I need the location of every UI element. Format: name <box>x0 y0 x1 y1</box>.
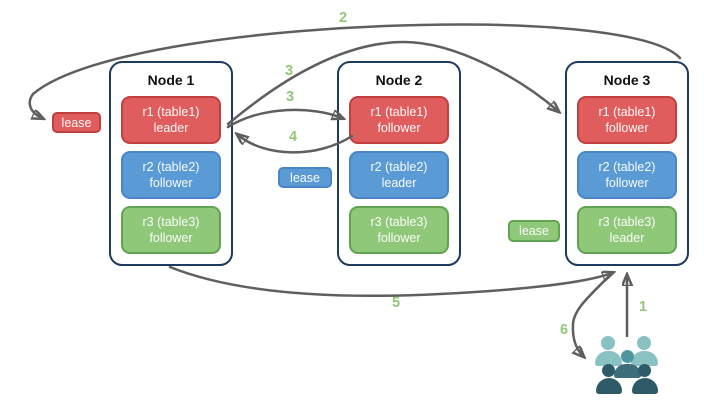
replica-node3-r3: r3 (table3) leader <box>577 206 677 254</box>
person-back-right-body <box>631 351 658 366</box>
arrow-step5-node1-to-node3 <box>168 265 612 298</box>
arrow-step3-leader-to-node2 <box>226 108 342 129</box>
replica-node1-r3: r3 (table3) follower <box>121 206 221 254</box>
replica-role: leader <box>153 121 189 135</box>
replica-node3-r2: r2 (table2) follower <box>577 151 677 199</box>
lease-badge-table1: lease <box>52 112 101 133</box>
node-title: Node 2 <box>375 72 423 88</box>
replica-node1-r1: r1 (table1) leader <box>121 96 221 144</box>
replica-role: follower <box>377 121 421 135</box>
replica-name: r1 (table1) <box>142 104 200 119</box>
replica-node1-r2: r2 (table2) follower <box>121 151 221 199</box>
step-label-4: 4 <box>288 129 298 145</box>
step-label-2: 2 <box>338 10 348 26</box>
replica-role: leader <box>609 231 645 245</box>
replica-role: follower <box>149 231 193 245</box>
lease-badge-table2: lease <box>278 167 332 188</box>
replica-name: r3 (table3) <box>370 214 428 229</box>
replica-name: r3 (table3) <box>598 214 656 229</box>
replica-role: follower <box>605 121 649 135</box>
replica-node2-r2: r2 (table2) leader <box>349 151 449 199</box>
replica-role: follower <box>605 176 649 190</box>
person-back-left-head <box>601 336 615 350</box>
replica-role: follower <box>149 176 193 190</box>
node-title: Node 3 <box>603 72 651 88</box>
replica-name: r3 (table3) <box>142 214 200 229</box>
replica-node3-r1: r1 (table1) follower <box>577 96 677 144</box>
node-3: Node 3 r1 (table1) follower r2 (table2) … <box>565 61 689 266</box>
person-middle-head <box>621 350 634 363</box>
step-label-5: 5 <box>391 295 401 311</box>
step-label-3b: 3 <box>285 89 295 105</box>
replica-role: leader <box>381 176 417 190</box>
replica-node2-r1: r1 (table1) follower <box>349 96 449 144</box>
users-icon <box>585 330 665 400</box>
lease-badge-table3: lease <box>508 220 560 242</box>
replica-name: r2 (table2) <box>142 159 200 174</box>
replica-name: r2 (table2) <box>598 159 656 174</box>
person-front-right-body <box>632 378 658 394</box>
person-front-right-head <box>638 364 651 377</box>
replica-name: r1 (table1) <box>370 104 428 119</box>
replica-name: r2 (table2) <box>370 159 428 174</box>
person-middle-body <box>614 364 641 378</box>
node-1: Node 1 r1 (table1) leader r2 (table2) fo… <box>109 61 233 266</box>
replica-role: follower <box>377 231 421 245</box>
node-title: Node 1 <box>147 72 195 88</box>
step-label-6: 6 <box>559 322 569 338</box>
replica-node2-r3: r3 (table3) follower <box>349 206 449 254</box>
person-back-right-head <box>637 336 651 350</box>
step-label-3a: 3 <box>284 63 294 79</box>
replica-name: r1 (table1) <box>598 104 656 119</box>
person-front-left-body <box>596 378 622 394</box>
node-2: Node 2 r1 (table1) follower r2 (table2) … <box>337 61 461 266</box>
step-label-1: 1 <box>638 299 648 315</box>
person-front-left-head <box>602 364 615 377</box>
